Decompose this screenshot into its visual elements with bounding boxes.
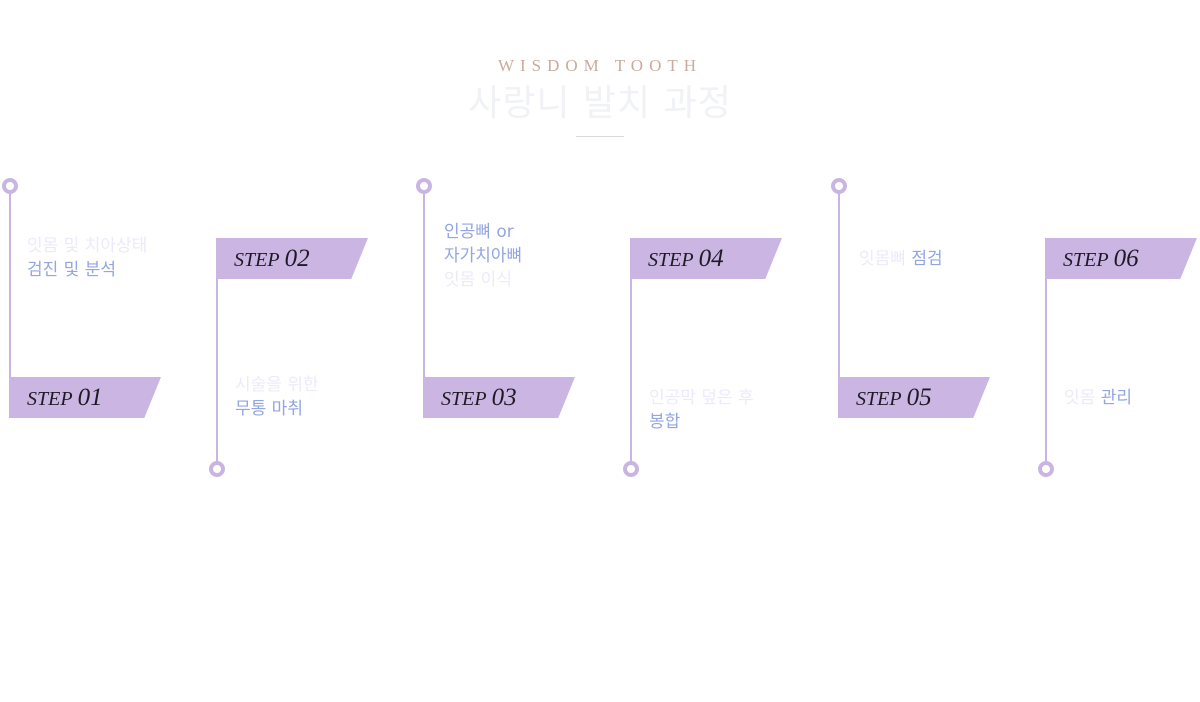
timeline-line xyxy=(9,192,11,378)
timeline-dot-icon xyxy=(209,461,225,477)
desc-text: 잇몸뼈 xyxy=(859,249,912,269)
step-number: 06 xyxy=(1113,245,1139,272)
timeline-dot-icon xyxy=(1038,461,1054,477)
desc-line: 무통 마취 xyxy=(235,397,319,421)
desc-text-highlight: 봉합 xyxy=(649,412,681,432)
step-number: 04 xyxy=(698,245,724,272)
timeline-line xyxy=(630,278,632,462)
step-word: STEP xyxy=(27,388,73,410)
desc-line: 인공막 덮은 후 xyxy=(649,386,754,410)
step-number: 05 xyxy=(906,384,932,411)
step-word: STEP xyxy=(1063,249,1109,271)
step-description: 잇몸 관리 xyxy=(1064,386,1132,410)
desc-line: 잇몸 이식 xyxy=(444,268,522,292)
timeline-line xyxy=(1045,278,1047,462)
desc-text-highlight: 검진 및 분석 xyxy=(27,260,117,280)
step-word: STEP xyxy=(234,249,280,271)
desc-text-highlight: 자가치아뼈 xyxy=(444,246,523,266)
step-word: STEP xyxy=(856,388,902,410)
desc-text: 인공막 덮은 후 xyxy=(649,388,754,408)
desc-line: 시술을 위한 xyxy=(235,373,319,397)
step-description: 잇몸 및 치아상태 검진 및 분석 xyxy=(27,234,147,282)
section-eyebrow: WISDOM TOOTH xyxy=(497,56,703,75)
desc-text-highlight: 인공뼈 or xyxy=(444,222,514,242)
desc-text: 잇몸 이식 xyxy=(444,270,512,290)
step-number: 01 xyxy=(77,384,103,411)
step-description: 인공뼈 or 자가치아뼈 잇몸 이식 xyxy=(444,220,522,292)
step-number: 02 xyxy=(284,245,310,272)
timeline-dot-icon xyxy=(623,461,639,477)
step-description: 잇몸뼈 점검 xyxy=(859,247,943,271)
desc-line: 잇몸 관리 xyxy=(1064,386,1132,410)
step-number: 03 xyxy=(491,384,517,411)
title-divider xyxy=(576,136,624,137)
step-description: 시술을 위한 무통 마취 xyxy=(235,373,319,421)
desc-line: 자가치아뼈 xyxy=(444,244,522,268)
desc-text: 잇몸 및 치아상태 xyxy=(27,236,148,256)
section-title: 사랑니 발치 과정 xyxy=(468,83,732,124)
step-description: 인공막 덮은 후 봉합 xyxy=(649,386,754,434)
desc-text-highlight: 관리 xyxy=(1100,388,1132,408)
desc-line: 잇몸뼈 점검 xyxy=(859,247,943,271)
step-word: STEP xyxy=(648,249,694,271)
desc-line: 인공뼈 or xyxy=(444,220,522,244)
desc-line: 잇몸 및 치아상태 xyxy=(27,234,147,258)
timeline-line xyxy=(838,192,840,378)
step-word: STEP xyxy=(441,388,487,410)
desc-text: 시술을 위한 xyxy=(235,375,319,395)
desc-text-highlight: 무통 마취 xyxy=(235,399,303,419)
timeline-line xyxy=(423,192,425,378)
desc-text-highlight: 점검 xyxy=(911,249,943,269)
desc-line: 봉합 xyxy=(649,410,754,434)
desc-text: 잇몸 xyxy=(1064,388,1101,408)
desc-line: 검진 및 분석 xyxy=(27,258,147,282)
timeline-line xyxy=(216,278,218,462)
